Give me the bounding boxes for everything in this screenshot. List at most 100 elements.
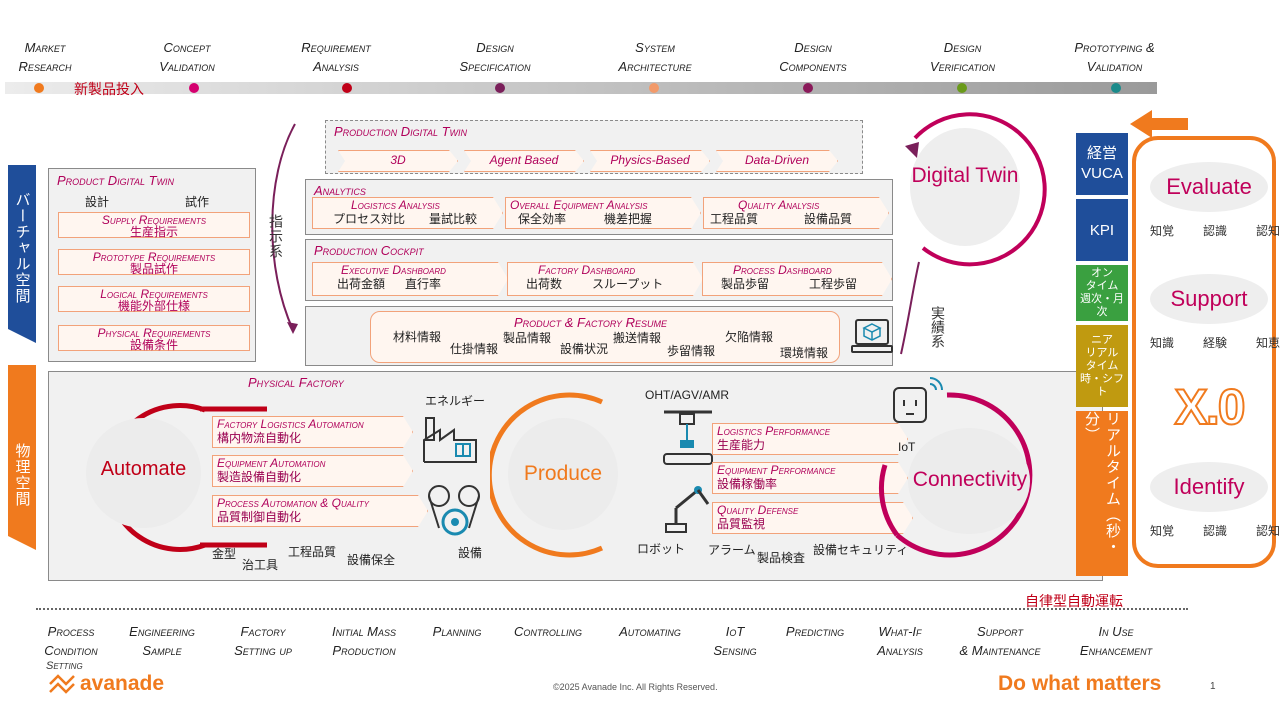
evaluate-circle: Evaluate: [1150, 162, 1268, 212]
phase-dot: [803, 83, 813, 93]
crane-icon: [663, 410, 713, 465]
prototype-label: 試作: [185, 195, 210, 209]
pdt-3d: 3D: [338, 150, 458, 172]
connectivity-circle: [908, 428, 1030, 534]
phase-dot: [189, 83, 199, 93]
energy-label: エネルギー: [425, 394, 486, 408]
security-label: 設備セキュリティ: [813, 543, 909, 557]
pdt-physics-based: Physics-Based: [590, 150, 710, 172]
phase-prototyping-validation: Prototyping &Validation: [1074, 40, 1155, 74]
product-digital-twin-title: Product Digital Twin: [57, 173, 175, 188]
process-quality-label: 工程品質: [288, 545, 337, 559]
iot-device-icon: [893, 377, 943, 423]
resume-defect: 欠陥情報: [725, 330, 774, 344]
autonomous-label: 自律型自動運転: [1025, 593, 1123, 609]
bp-process-condition-setting: Setting: [46, 660, 83, 672]
identify-triad: 知覚認識認知: [1150, 524, 1280, 538]
digital-twin-ring: [905, 112, 1047, 267]
identify-circle: Identify: [1150, 462, 1268, 512]
bp-predicting: Predicting: [785, 624, 845, 639]
physical-space-label: 物理空間: [8, 365, 36, 550]
phase-dot: [1111, 83, 1121, 93]
support-circle: Support: [1150, 274, 1268, 324]
phase-bar: [5, 82, 1157, 94]
page-number: 1: [1210, 681, 1216, 692]
gear-icon: [428, 485, 480, 536]
copyright: ©2025 Avanade Inc. All Rights Reserved.: [553, 682, 718, 692]
virtual-space-label: バーチャル空間: [8, 165, 36, 343]
produce-ring: [490, 392, 604, 558]
inspection-label: 製品検査: [757, 551, 806, 565]
production-digital-twin-title: Production Digital Twin: [334, 124, 468, 139]
bp-support-maintenance: Support& Maintenance: [959, 624, 1041, 658]
automate-circle: [86, 418, 201, 528]
alarm-label: アラーム: [708, 543, 756, 557]
resume-transport: 搬送情報: [613, 331, 662, 345]
xo-logo: X.0: [1173, 378, 1246, 436]
scale-kpi: KPI: [1076, 199, 1128, 261]
resume-title: Product & Factory Resume: [514, 315, 668, 330]
oht-label: OHT/AGV/AMR: [645, 388, 730, 402]
connectivity-label: Connectivity: [912, 468, 1028, 491]
phase-dot: [649, 83, 659, 93]
phase-dot: [34, 83, 44, 93]
bp-automating: Automating: [619, 624, 681, 639]
bottom-timeline: [36, 608, 1188, 610]
analytics-title: Analytics: [314, 183, 366, 198]
bp-planning: Planning: [432, 624, 482, 639]
phase-arrow: [1130, 110, 1188, 138]
phase-dot: [495, 83, 505, 93]
phase-dot: [342, 83, 352, 93]
resume-wip: 仕掛情報: [450, 342, 499, 356]
factory-icon: [423, 417, 477, 463]
pdt-agent-based: Agent Based: [464, 150, 584, 172]
design-label: 設計: [85, 195, 110, 209]
robot-arm-icon: [665, 486, 710, 533]
scale-vuca: 経営 VUCA: [1076, 133, 1128, 195]
tagline: Do what matters: [998, 672, 1162, 695]
avanade-mark-icon: [49, 674, 75, 694]
mold-label: 金型: [212, 547, 237, 561]
resume-card: [370, 311, 840, 363]
support-triad: 知識経験知恵: [1150, 336, 1280, 350]
connectivity-ring: [879, 392, 1033, 558]
database-icon: [851, 319, 893, 353]
physical-factory-title: Physical Factory: [248, 375, 344, 390]
production-cockpit-title: Production Cockpit: [314, 243, 424, 258]
new-product-label: 新製品投入: [74, 81, 144, 97]
digital-twin-label: Digital Twin: [911, 164, 1019, 187]
resume-yield: 歩留情報: [667, 344, 716, 358]
robot-label: ロボット: [637, 542, 686, 556]
maintenance-label: 設備保全: [347, 553, 396, 567]
xo-panel: [1132, 136, 1276, 568]
result-label: 実績系: [930, 306, 946, 348]
pdt-data-driven: Data-Driven: [716, 150, 838, 172]
